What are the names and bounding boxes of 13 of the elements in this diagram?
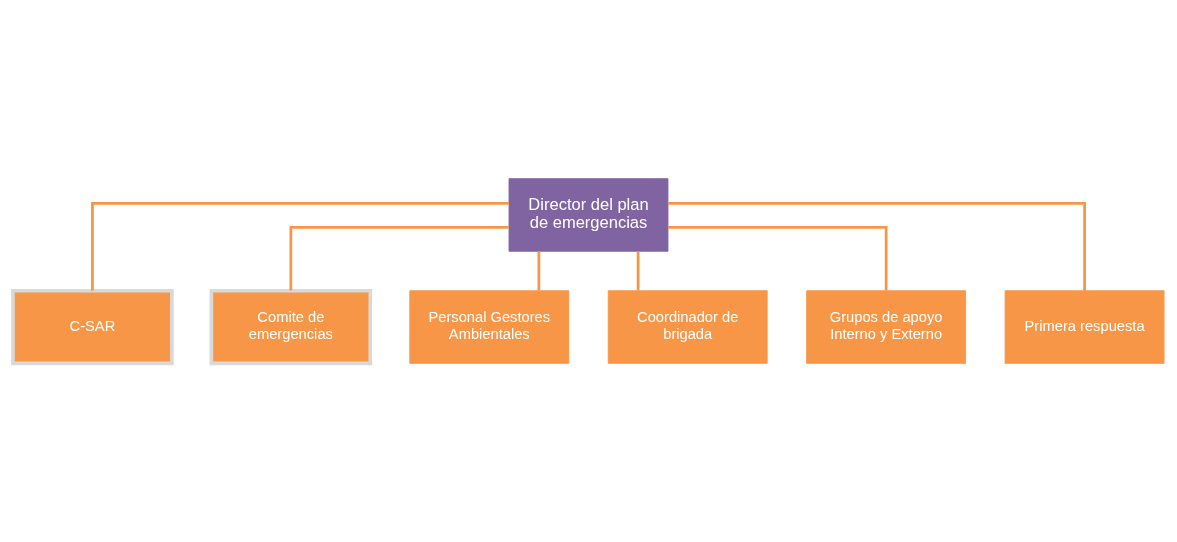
node-box: Personal Gestores Ambientales [409,290,570,364]
connector [289,226,509,291]
node-box: Grupos de apoyo Interno y Externo [806,290,967,364]
connector [91,202,509,291]
node-box: Director del plan de emergencias [508,178,669,252]
node-box: Primera respuesta [1004,290,1165,364]
node-box: Coordinador de brigada [607,290,768,364]
connector [668,202,1086,291]
node-box: Comite de emergencias [209,288,373,366]
connector [636,251,640,291]
connector [668,226,888,291]
connector [537,251,541,291]
node-box: C-SAR [11,288,174,366]
